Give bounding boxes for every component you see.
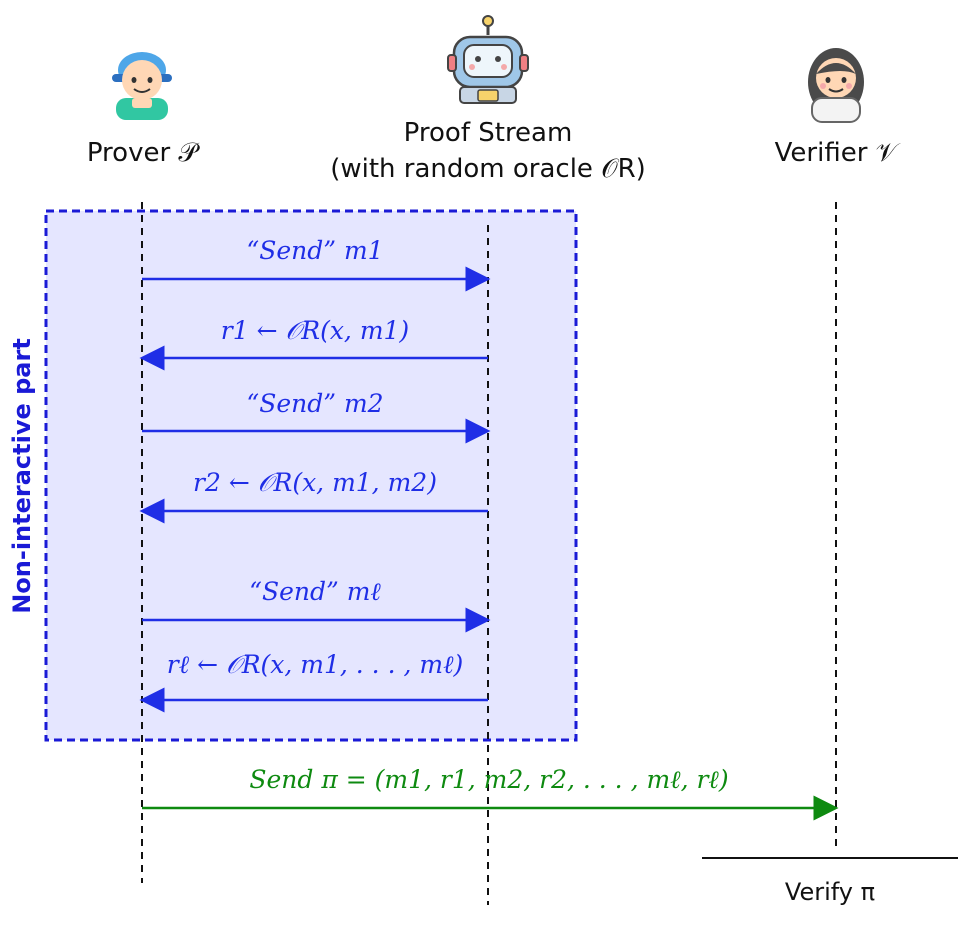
non-interactive-part-label: Non-interactive part xyxy=(8,338,36,614)
message-send-m1: “Send” m1 xyxy=(246,236,384,265)
verifier-label: Verifier 𝒱 xyxy=(774,138,898,168)
girl-icon xyxy=(808,48,864,123)
proof-stream-subtitle: (with random oracle 𝒪R) xyxy=(330,154,646,184)
message-send-m2: “Send” m2 xyxy=(246,389,384,418)
verify-label: Verify π xyxy=(784,878,876,906)
message-send-pi: Send π = (m1, r1, m2, r2, . . . , mℓ, rℓ… xyxy=(249,765,729,794)
message-rl: rℓ ← 𝒪R(x, m1, . . . , mℓ) xyxy=(166,650,464,679)
prover-label: Prover 𝒫 xyxy=(86,138,198,168)
message-r2: r2 ← 𝒪R(x, m1, m2) xyxy=(193,468,437,497)
boy-icon xyxy=(112,52,172,120)
message-send-ml: “Send” mℓ xyxy=(249,577,381,606)
proof-stream-title: Proof Stream xyxy=(403,118,573,148)
message-r1: r1 ← 𝒪R(x, m1) xyxy=(220,316,410,345)
robot-icon xyxy=(447,15,529,104)
